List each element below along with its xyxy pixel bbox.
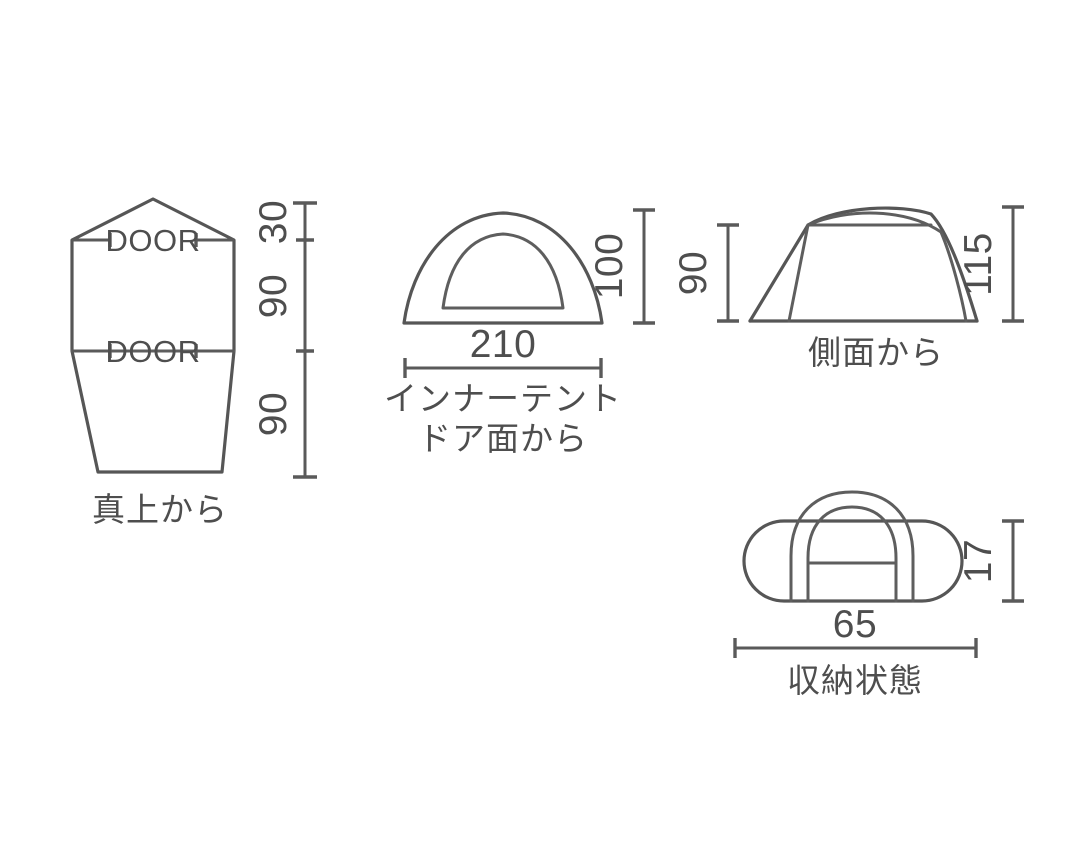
inner-tent-width-dimension-line	[403, 358, 603, 378]
top-view-caption: 真上から	[92, 491, 228, 528]
storage-bag-dim-17: 17	[957, 539, 1000, 583]
side-view-height-90-dimension-line	[717, 223, 739, 323]
top-view-upper-door-leaders	[72, 233, 234, 247]
inner-tent-view-group: 100 210 インナーテント ドア面から	[384, 208, 655, 457]
top-view-dimension-line	[293, 201, 317, 479]
side-view-fly-outline	[748, 206, 979, 323]
inner-tent-caption-line2: ドア面から	[418, 420, 588, 457]
storage-bag-body	[742, 519, 964, 603]
side-view-group: 90 115 側面から	[672, 205, 1024, 371]
storage-bag-width-dimension-line	[733, 638, 978, 658]
storage-bag-view-group: 17 65 収納状態	[733, 490, 1024, 699]
top-view-dim-90-lower: 90	[252, 392, 295, 436]
inner-tent-outer-outline	[402, 211, 604, 325]
side-view-height-115-dimension-line	[1002, 205, 1024, 323]
inner-tent-dim-210: 210	[470, 323, 537, 366]
side-view-dim-90: 90	[672, 251, 715, 295]
inner-tent-height-dimension-line	[633, 208, 655, 325]
side-view-caption: 側面から	[808, 334, 944, 371]
inner-tent-caption-line1: インナーテント	[384, 380, 622, 417]
storage-bag-dim-65: 65	[833, 603, 877, 646]
top-view-outline	[70, 197, 236, 474]
storage-bag-height-dimension-line	[1002, 519, 1024, 603]
top-view-upper-door-label: DOOR	[106, 223, 201, 258]
inner-tent-dim-100: 100	[588, 233, 631, 300]
storage-bag-caption: 収納状態	[787, 662, 923, 699]
top-view-group: DOOR DOOR 30 90 90 真上から	[70, 197, 317, 528]
side-view-dim-115: 115	[957, 232, 1000, 296]
storage-bag-handle-inner	[806, 505, 898, 603]
top-view-lower-door-leaders	[72, 344, 234, 358]
top-view-lower-door-label: DOOR	[106, 334, 201, 369]
side-view-panel-vertical	[787, 223, 810, 323]
inner-tent-door-arch	[441, 232, 565, 310]
top-view-dim-90-upper: 90	[252, 274, 295, 318]
top-view-dim-30: 30	[252, 200, 295, 244]
storage-bag-handle-outer	[789, 490, 915, 603]
side-view-pole-arc	[806, 211, 968, 323]
